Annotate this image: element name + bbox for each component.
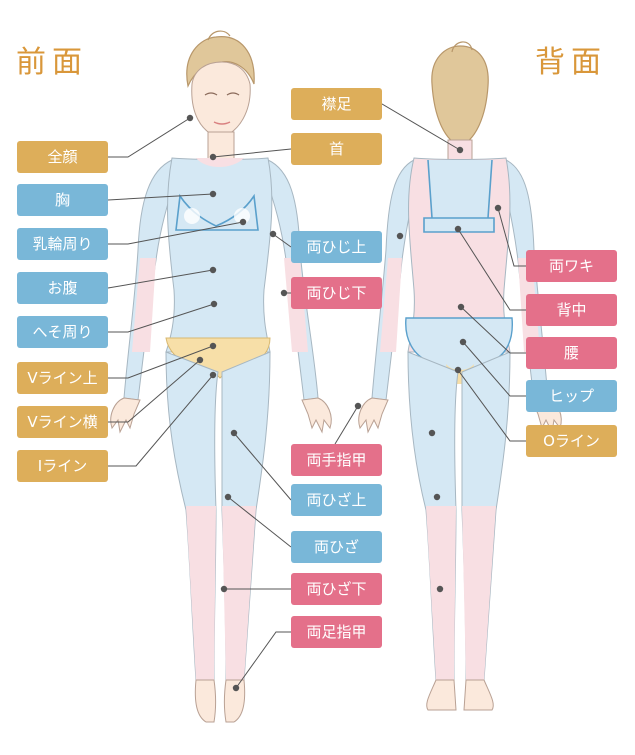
label-knee-upper: 両ひざ上 (291, 484, 382, 516)
leader-dots (186, 114, 502, 692)
label-neck: 首 (291, 133, 382, 165)
label-back-hip: ヒップ (526, 380, 617, 412)
label-back-waist: 腰 (526, 337, 617, 369)
label-front-areola: 乳輪周り (17, 228, 108, 260)
front-torso (165, 157, 273, 353)
label-knee-lower: 両ひざ下 (291, 573, 382, 605)
label-front-belly: お腹 (17, 272, 108, 304)
label-front-i-line: Iライン (17, 450, 108, 482)
label-front-chest: 胸 (17, 184, 108, 216)
front-face (191, 61, 251, 139)
label-front-full-face: 全顔 (17, 141, 108, 173)
back-heading: 背面 (535, 45, 607, 80)
label-front-navel: へそ周り (17, 316, 108, 348)
label-foot-back: 両足指甲 (291, 616, 382, 648)
label-back-mid: 背中 (526, 294, 617, 326)
front-heading: 前面 (16, 45, 88, 80)
label-hand-back: 両手指甲 (291, 444, 382, 476)
label-back-armpit: 両ワキ (526, 250, 617, 282)
label-front-v-side: Vライン横 (17, 406, 108, 438)
back-hair (431, 45, 489, 147)
label-back-o-line: Oライン (526, 425, 617, 457)
leader-lines (107, 103, 526, 689)
label-knee: 両ひざ (291, 531, 382, 563)
label-front-v-upper: Vライン上 (17, 362, 108, 394)
label-nape: 襟足 (291, 88, 382, 120)
label-elbow-lower: 両ひじ下 (291, 277, 382, 309)
back-figure (358, 41, 562, 711)
label-elbow-upper: 両ひじ上 (291, 231, 382, 263)
